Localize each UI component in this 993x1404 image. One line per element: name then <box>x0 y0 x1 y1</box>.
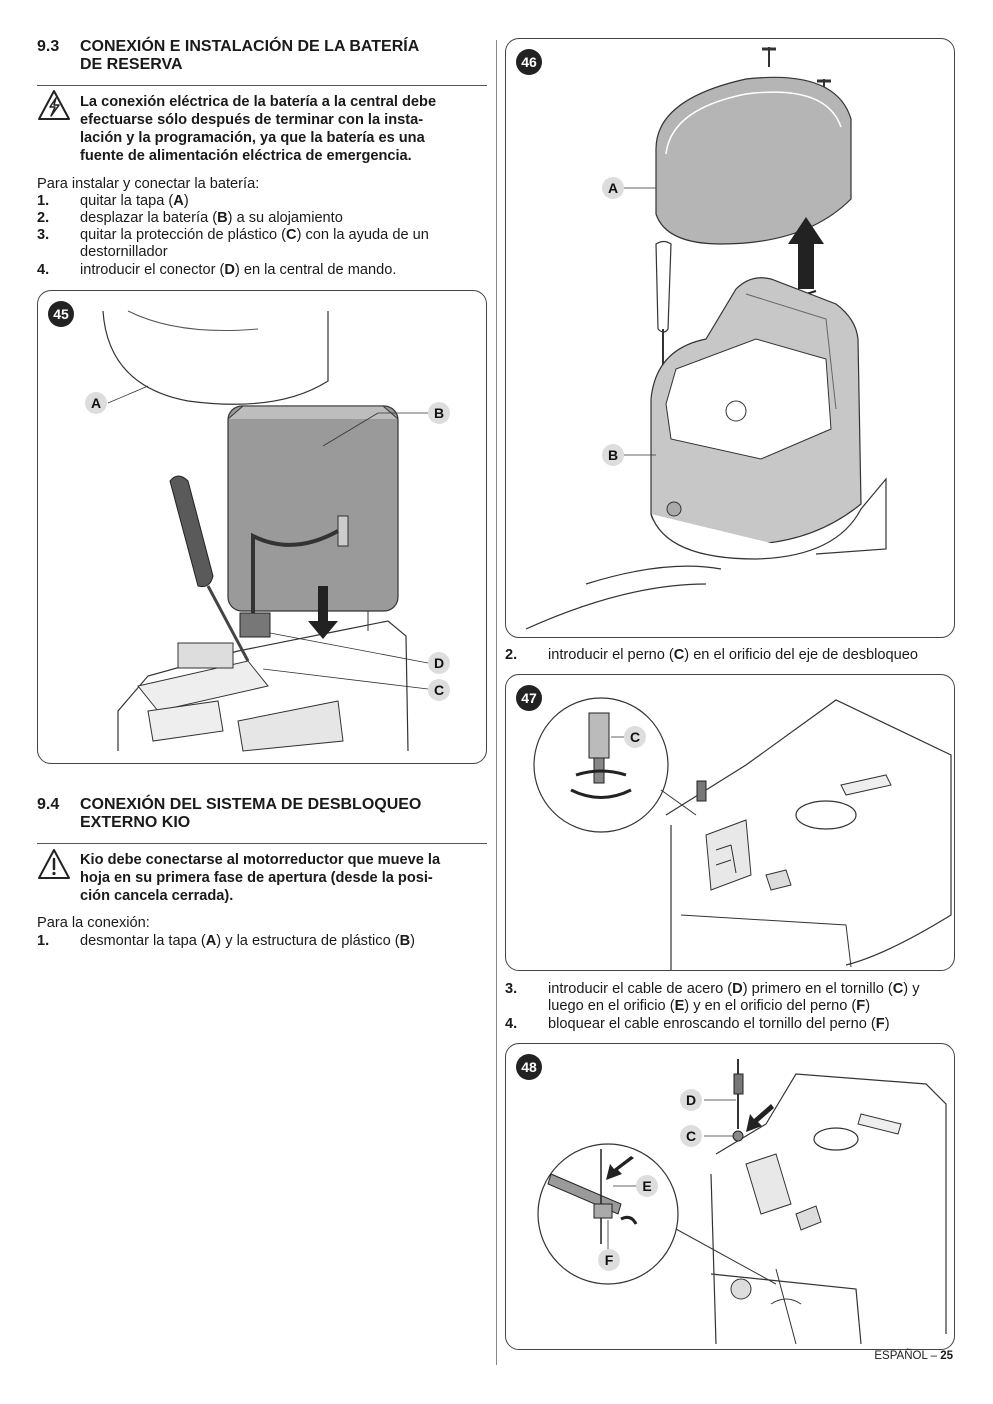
list-number: 4. <box>37 262 50 278</box>
section-rule <box>37 843 487 844</box>
caution-warning-icon <box>38 849 70 879</box>
pin-insertion-illustration <box>533 697 952 970</box>
list-item: 3. quitar la protección de plástico (C) … <box>37 227 487 261</box>
section-title-line: CONEXIÓN DEL SISTEMA DE DESBLOQUEO <box>80 796 422 813</box>
warning-line: hoja en su primera fase de apertura (des… <box>80 870 433 886</box>
cable-insertion-illustration <box>537 1059 947 1345</box>
list-number: 4. <box>505 1016 518 1032</box>
list-item: 1. desmontar la tapa (A) y la estructura… <box>37 933 487 950</box>
page-footer: ESPAÑOL – 25 <box>874 1350 953 1362</box>
list-number: 3. <box>505 981 518 997</box>
warning-text: La conexión eléctrica de la batería a la… <box>80 93 487 165</box>
figure-45: 45 A B D C <box>37 290 487 764</box>
list-number: 1. <box>37 933 50 949</box>
list-text: bloquear el cable enroscando el tornillo… <box>548 1016 890 1032</box>
list-item: 4. introducir el conector (D) en la cent… <box>37 262 487 279</box>
section-rule <box>37 85 487 86</box>
list-item: 3. introducir el cable de acero (D) prim… <box>505 981 955 1015</box>
list-item: 1. quitar la tapa (A) <box>37 193 487 210</box>
figure-number-badge: 48 <box>516 1054 542 1080</box>
list-text: introducir el conector (D) en la central… <box>80 262 397 278</box>
callout-label: D <box>680 1089 702 1111</box>
list-item: 2. introducir el perno (C) en el orifici… <box>505 647 955 664</box>
warning-line: Kio debe conectarse al motorreductor que… <box>80 852 441 868</box>
list-number: 2. <box>37 210 50 226</box>
section-title-line: DE RESERVA <box>80 56 183 73</box>
callout-label: E <box>636 1175 658 1197</box>
section-title-line: EXTERNO KIO <box>80 814 191 831</box>
page-number: 25 <box>940 1350 953 1362</box>
callout-label: B <box>428 402 450 424</box>
callout-label: C <box>428 679 450 701</box>
callout-label: B <box>602 444 624 466</box>
list-number: 3. <box>37 227 50 243</box>
callout-label: A <box>602 177 624 199</box>
figure-46: 46 A B <box>505 38 955 638</box>
warning-line: efectuarse sólo después de terminar con … <box>80 112 424 128</box>
figure-47: 47 C <box>505 674 955 971</box>
figure-number-badge: 46 <box>516 49 542 75</box>
battery-installation-illustration <box>102 310 429 752</box>
list-number: 2. <box>505 647 518 663</box>
section-title: CONEXIÓN DEL SISTEMA DE DESBLOQUEO EXTER… <box>80 796 421 832</box>
figure-number-badge: 47 <box>516 685 542 711</box>
list-item: 2. desplazar la batería (B) a su alojami… <box>37 210 487 227</box>
figure-48: 48 D C E F <box>505 1043 955 1350</box>
list-text: introducir el perno (C) en el orificio d… <box>548 647 918 663</box>
list-text: introducir el cable de acero (D) primero… <box>548 981 920 1014</box>
list-text: quitar la tapa (A) <box>80 193 189 209</box>
callout-label: D <box>428 652 450 674</box>
list-text: desmontar la tapa (A) y la estructura de… <box>80 933 416 949</box>
callout-label: C <box>680 1125 702 1147</box>
callout-label: F <box>598 1249 620 1271</box>
list-text: desplazar la batería (B) a su alojamient… <box>80 210 343 226</box>
cover-removal-illustration <box>525 47 887 630</box>
callout-label: A <box>85 392 107 414</box>
callout-label: C <box>624 726 646 748</box>
electric-warning-icon <box>38 90 70 120</box>
list-item: 4. bloquear el cable enroscando el torni… <box>505 1016 955 1033</box>
warning-line: ción cancela cerrada). <box>80 888 234 904</box>
warning-text: Kio debe conectarse al motorreductor que… <box>80 851 487 905</box>
section-number: 9.4 <box>37 796 60 813</box>
intro-text: Para la conexión: <box>37 915 150 931</box>
section-number: 9.3 <box>37 38 60 55</box>
warning-line: La conexión eléctrica de la batería a la… <box>80 94 437 110</box>
section-title: CONEXIÓN E INSTALACIÓN DE LA BATERÍA DE … <box>80 38 419 74</box>
warning-line: lación y la programación, ya que la bate… <box>80 130 425 146</box>
section-title-line: CONEXIÓN E INSTALACIÓN DE LA BATERÍA <box>80 38 420 55</box>
list-number: 1. <box>37 193 50 209</box>
intro-text: Para instalar y conectar la batería: <box>37 176 260 192</box>
footer-language: ESPAÑOL – <box>874 1350 937 1362</box>
warning-line: fuente de alimentación eléctrica de emer… <box>80 148 412 164</box>
column-divider <box>496 40 497 1365</box>
figure-number-badge: 45 <box>48 301 74 327</box>
list-text: quitar la protección de plástico (C) con… <box>80 227 429 260</box>
